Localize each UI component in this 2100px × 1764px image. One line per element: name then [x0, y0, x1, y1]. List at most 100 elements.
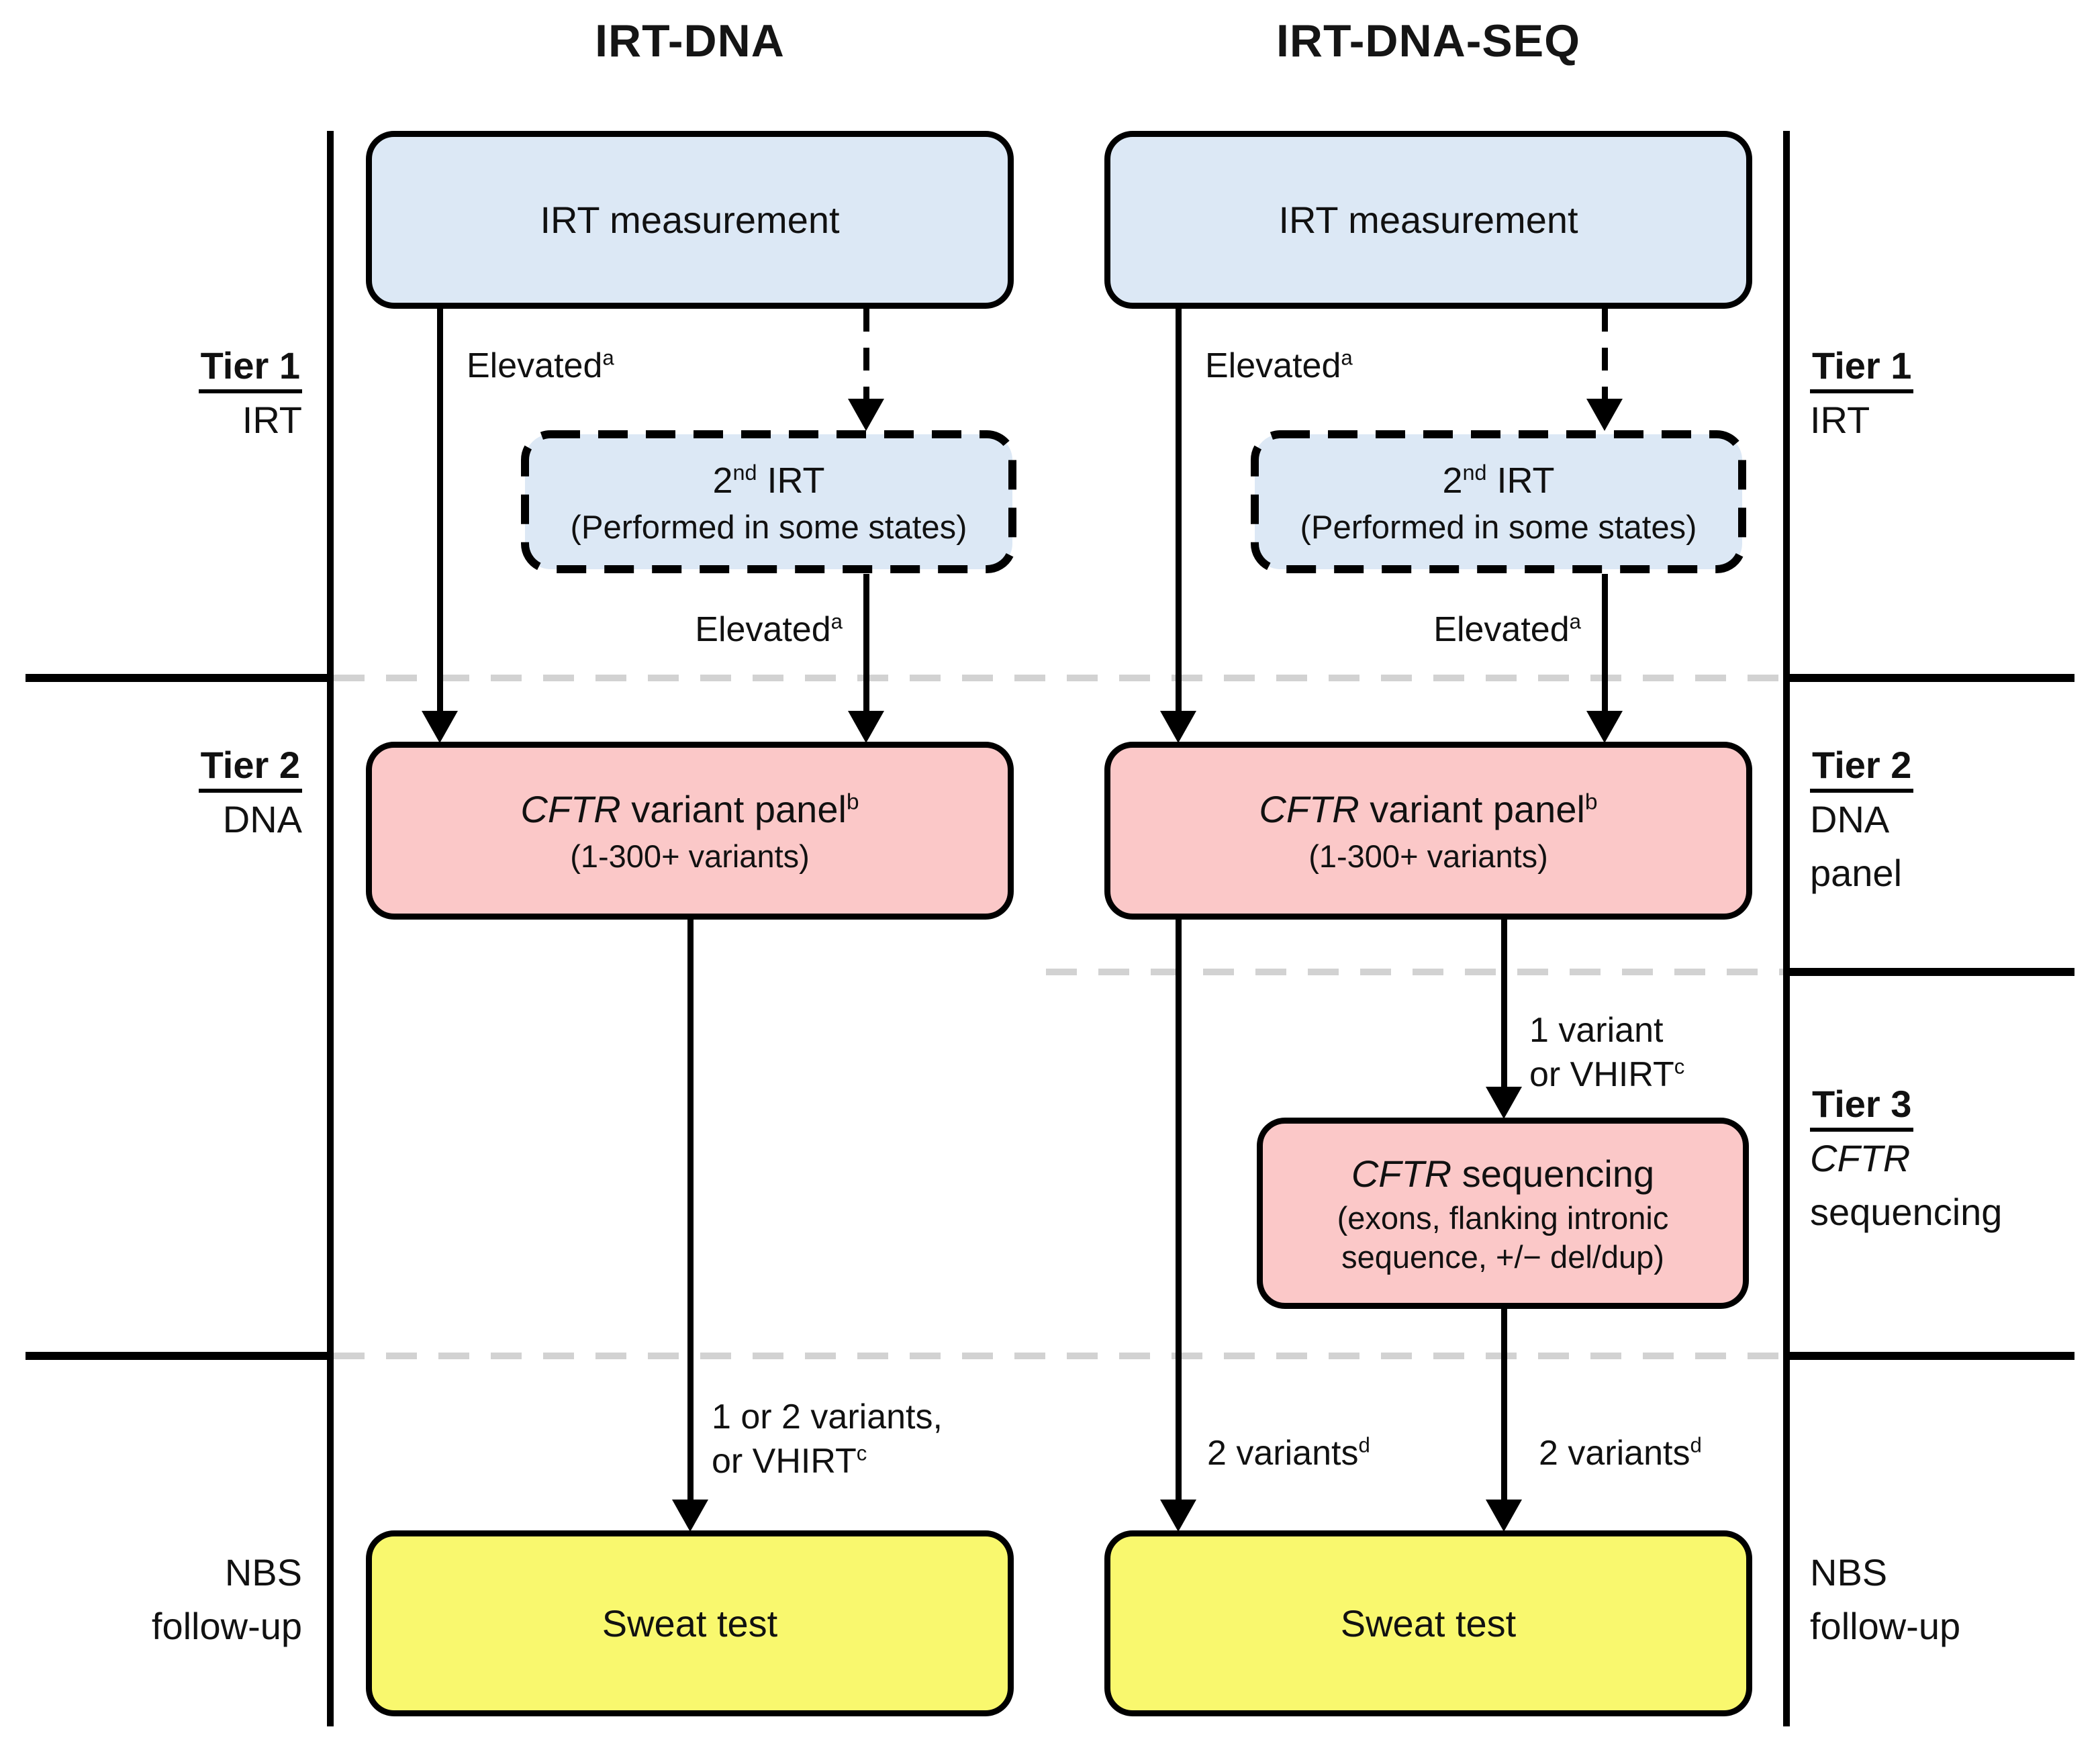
tier1-title: Tier 1	[1810, 339, 2092, 393]
sweat-test-box-right: Sweat test	[1104, 1530, 1752, 1716]
second-irt-content: 2nd IRT (Performed in some states)	[520, 430, 1017, 574]
tier1-sub: IRT	[242, 399, 302, 441]
right-frame-line	[1783, 131, 1790, 1726]
side-label-tier1-left: Tier 1 IRT	[30, 339, 302, 447]
elevated-text: Elevated	[467, 346, 603, 385]
cftr-sequencing-label: CFTR sequencing	[1351, 1152, 1655, 1195]
tier2-3-separator-dashed	[1046, 969, 1783, 975]
elevated-label: Elevateda	[1205, 346, 1353, 385]
label-line2: or VHIRTc	[1529, 1055, 1685, 1094]
two-variants-label: 2 variantsd	[1539, 1433, 1702, 1473]
elevated-label: Elevateda	[1433, 609, 1581, 649]
variant-count-note: (1-300+ variants)	[570, 838, 810, 874]
one-variant-or-vhirt-label: 1 variant or VHIRTc	[1529, 1008, 1684, 1097]
tier1-2-separator-dashed	[334, 675, 1783, 681]
arrow-line	[1176, 309, 1182, 716]
dashed-border	[521, 430, 1016, 573]
dashed-arrow-head	[848, 399, 884, 431]
side-label-nbs-right: NBS follow-up	[1810, 1546, 2092, 1653]
footnote-c: c	[856, 1441, 867, 1465]
tier1-2-separator-right-solid	[1790, 674, 2074, 682]
dashed-arrow-line	[1602, 309, 1608, 403]
second-irt-note: (Performed in some states)	[570, 509, 967, 546]
nbs-line2: follow-up	[1810, 1605, 1961, 1647]
side-label-tier2-left: Tier 2 DNA	[30, 738, 302, 846]
footnote-d: d	[1358, 1433, 1370, 1457]
sweat-test-box-left: Sweat test	[366, 1530, 1014, 1716]
second-irt-label: 2nd IRT	[712, 460, 825, 501]
label-line2: or VHIRTc	[712, 1441, 867, 1481]
footnote-b: b	[1584, 789, 1598, 814]
second-irt-content: 2nd IRT (Performed in some states)	[1250, 430, 1747, 574]
arrow-line	[1501, 920, 1507, 1089]
tier3-nbs-separator-dashed	[334, 1353, 1783, 1359]
irt-measurement-label: IRT measurement	[1278, 198, 1578, 241]
tier3-title: Tier 3	[1810, 1077, 2092, 1132]
footnote-a: a	[602, 346, 614, 370]
sequencing-note-line1: (exons, flanking intronic	[1337, 1199, 1669, 1236]
tier3-sub2: sequencing	[1810, 1191, 2003, 1233]
cftr-sequencing-box: CFTR sequencing (exons, flanking introni…	[1257, 1118, 1749, 1309]
nbs-line1: NBS	[224, 1551, 302, 1594]
dashed-arrow-line	[863, 309, 869, 403]
two-variants-label: 2 variantsd	[1207, 1433, 1370, 1473]
irt-measurement-box-right: IRT measurement	[1104, 131, 1752, 309]
side-label-tier1-right: Tier 1 IRT	[1810, 339, 2092, 447]
arrow-head	[1486, 1500, 1522, 1532]
column-title-irt-dna: IRT-DNA	[595, 15, 785, 66]
nbs-line2: follow-up	[151, 1605, 302, 1647]
label-line1: 1 or 2 variants,	[712, 1398, 943, 1436]
cftr-variant-panel-label: CFTR variant panelb	[520, 787, 859, 830]
footnote-b: b	[846, 789, 859, 814]
arrow-line	[1501, 1309, 1507, 1502]
footnote-d: d	[1690, 1433, 1702, 1457]
arrow-head	[1486, 1087, 1522, 1119]
tier3-nbs-separator-left-solid	[26, 1352, 327, 1360]
side-label-tier2-right: Tier 2 DNA panel	[1810, 738, 2092, 900]
cftr-variant-panel-label: CFTR variant panelb	[1259, 787, 1598, 830]
label-line1: 1 variant	[1529, 1011, 1664, 1050]
second-irt-box-right: 2nd IRT (Performed in some states)	[1250, 430, 1747, 574]
arrow-line	[1602, 574, 1608, 716]
tier2-sub: DNA	[222, 798, 302, 840]
footnote-a: a	[1341, 346, 1353, 370]
bypass-arrow-line	[1176, 920, 1182, 1502]
second-irt-box-left: 2nd IRT (Performed in some states)	[520, 430, 1017, 574]
tier2-title: Tier 2	[30, 738, 302, 793]
tier3-nbs-separator-right-solid	[1790, 1352, 2074, 1360]
left-frame-line	[327, 131, 334, 1726]
arrow-head	[1160, 711, 1196, 743]
arrow-head	[422, 711, 458, 743]
tier1-2-separator-left-solid	[26, 674, 327, 682]
footnote-a: a	[830, 609, 843, 634]
arrow-line	[687, 920, 694, 1502]
cftr-variant-panel-box-left: CFTR variant panelb (1-300+ variants)	[366, 742, 1014, 920]
dashed-border	[1251, 430, 1746, 573]
sequencing-note-line2: sequence, +/− del/dup)	[1341, 1238, 1664, 1275]
column-title-irt-dna-seq: IRT-DNA-SEQ	[1276, 15, 1580, 66]
tier2-3-separator-right-solid	[1790, 968, 2074, 976]
arrow-line	[437, 309, 443, 716]
second-irt-label: 2nd IRT	[1442, 460, 1555, 501]
arrow-head	[848, 711, 884, 743]
variant-count-note: (1-300+ variants)	[1308, 838, 1548, 874]
tier1-title: Tier 1	[30, 339, 302, 393]
sweat-test-label: Sweat test	[602, 1602, 778, 1645]
cftr-variant-panel-box-right: CFTR variant panelb (1-300+ variants)	[1104, 742, 1752, 920]
irt-measurement-box-left: IRT measurement	[366, 131, 1014, 309]
dashed-arrow-head	[1586, 399, 1623, 431]
tier2-sub2: panel	[1810, 852, 1903, 894]
nbs-line1: NBS	[1810, 1551, 1888, 1594]
arrow-line	[863, 574, 869, 716]
footnote-a: a	[1569, 609, 1581, 634]
second-irt-note: (Performed in some states)	[1300, 509, 1697, 546]
arrow-head	[1586, 711, 1623, 743]
irt-measurement-label: IRT measurement	[540, 198, 840, 241]
tier2-sub1: DNA	[1810, 798, 1890, 840]
footnote-c: c	[1674, 1055, 1685, 1079]
variants-or-vhirt-label: 1 or 2 variants, or VHIRTc	[712, 1395, 943, 1483]
elevated-label: Elevateda	[467, 344, 614, 388]
tier1-sub: IRT	[1810, 399, 1870, 441]
arrow-head	[672, 1500, 708, 1532]
